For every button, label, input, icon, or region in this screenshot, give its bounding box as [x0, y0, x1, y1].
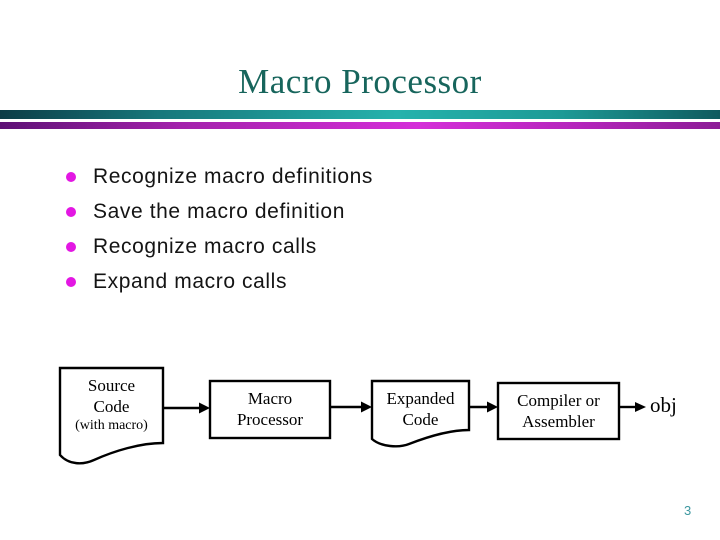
node-subtext: (with macro) — [75, 418, 148, 433]
bullet-text: Recognize macro calls — [93, 234, 317, 258]
bullet-text: Expand macro calls — [93, 269, 288, 293]
bullet-icon — [66, 241, 76, 252]
obj-output-label: obj — [650, 393, 677, 417]
macro-processor-box — [208, 379, 332, 440]
bullet-list: Recognize macro definitions Save the mac… — [66, 159, 373, 299]
node-text: Macro — [247, 389, 293, 408]
bullet-text: Recognize macro definitions — [93, 164, 374, 188]
title-rule-magenta — [0, 122, 720, 129]
flow-diagram — [58, 366, 646, 465]
arrow-compiler-to-obj — [620, 402, 646, 412]
node-text: Assembler — [522, 412, 595, 431]
list-item: Recognize macro definitions — [66, 159, 373, 194]
source-code-label: Source Code (with macro) — [60, 375, 163, 434]
compiler-assembler-label: Compiler or Assembler — [498, 390, 619, 432]
node-text: Code — [93, 397, 130, 416]
list-item: Recognize macro calls — [66, 229, 373, 264]
compiler-assembler-box — [496, 381, 621, 441]
page-number: 3 — [684, 503, 692, 518]
list-item: Save the macro definition — [66, 194, 373, 229]
bullet-text: Save the macro definition — [93, 199, 345, 223]
title-rule-teal — [0, 110, 720, 119]
node-text: Processor — [236, 410, 304, 429]
expanded-code-label: Expanded Code — [372, 388, 469, 430]
list-item: Expand macro calls — [66, 264, 373, 299]
node-text: Code — [402, 410, 439, 429]
node-text: Expanded — [386, 389, 455, 408]
source-code-document-shape — [58, 366, 165, 465]
arrow-macro-to-expanded — [331, 401, 372, 413]
slide-title: Macro Processor — [238, 62, 482, 101]
bullet-icon — [66, 276, 76, 287]
node-text: Compiler or — [517, 391, 600, 410]
expanded-code-document-shape — [370, 379, 471, 448]
bullet-icon — [66, 171, 76, 182]
macro-processor-label: Macro Processor — [210, 388, 330, 430]
arrow-expanded-to-compiler — [470, 401, 498, 413]
arrow-source-to-macro — [164, 402, 210, 414]
bullet-icon — [66, 206, 76, 217]
node-text: Source — [87, 376, 136, 395]
